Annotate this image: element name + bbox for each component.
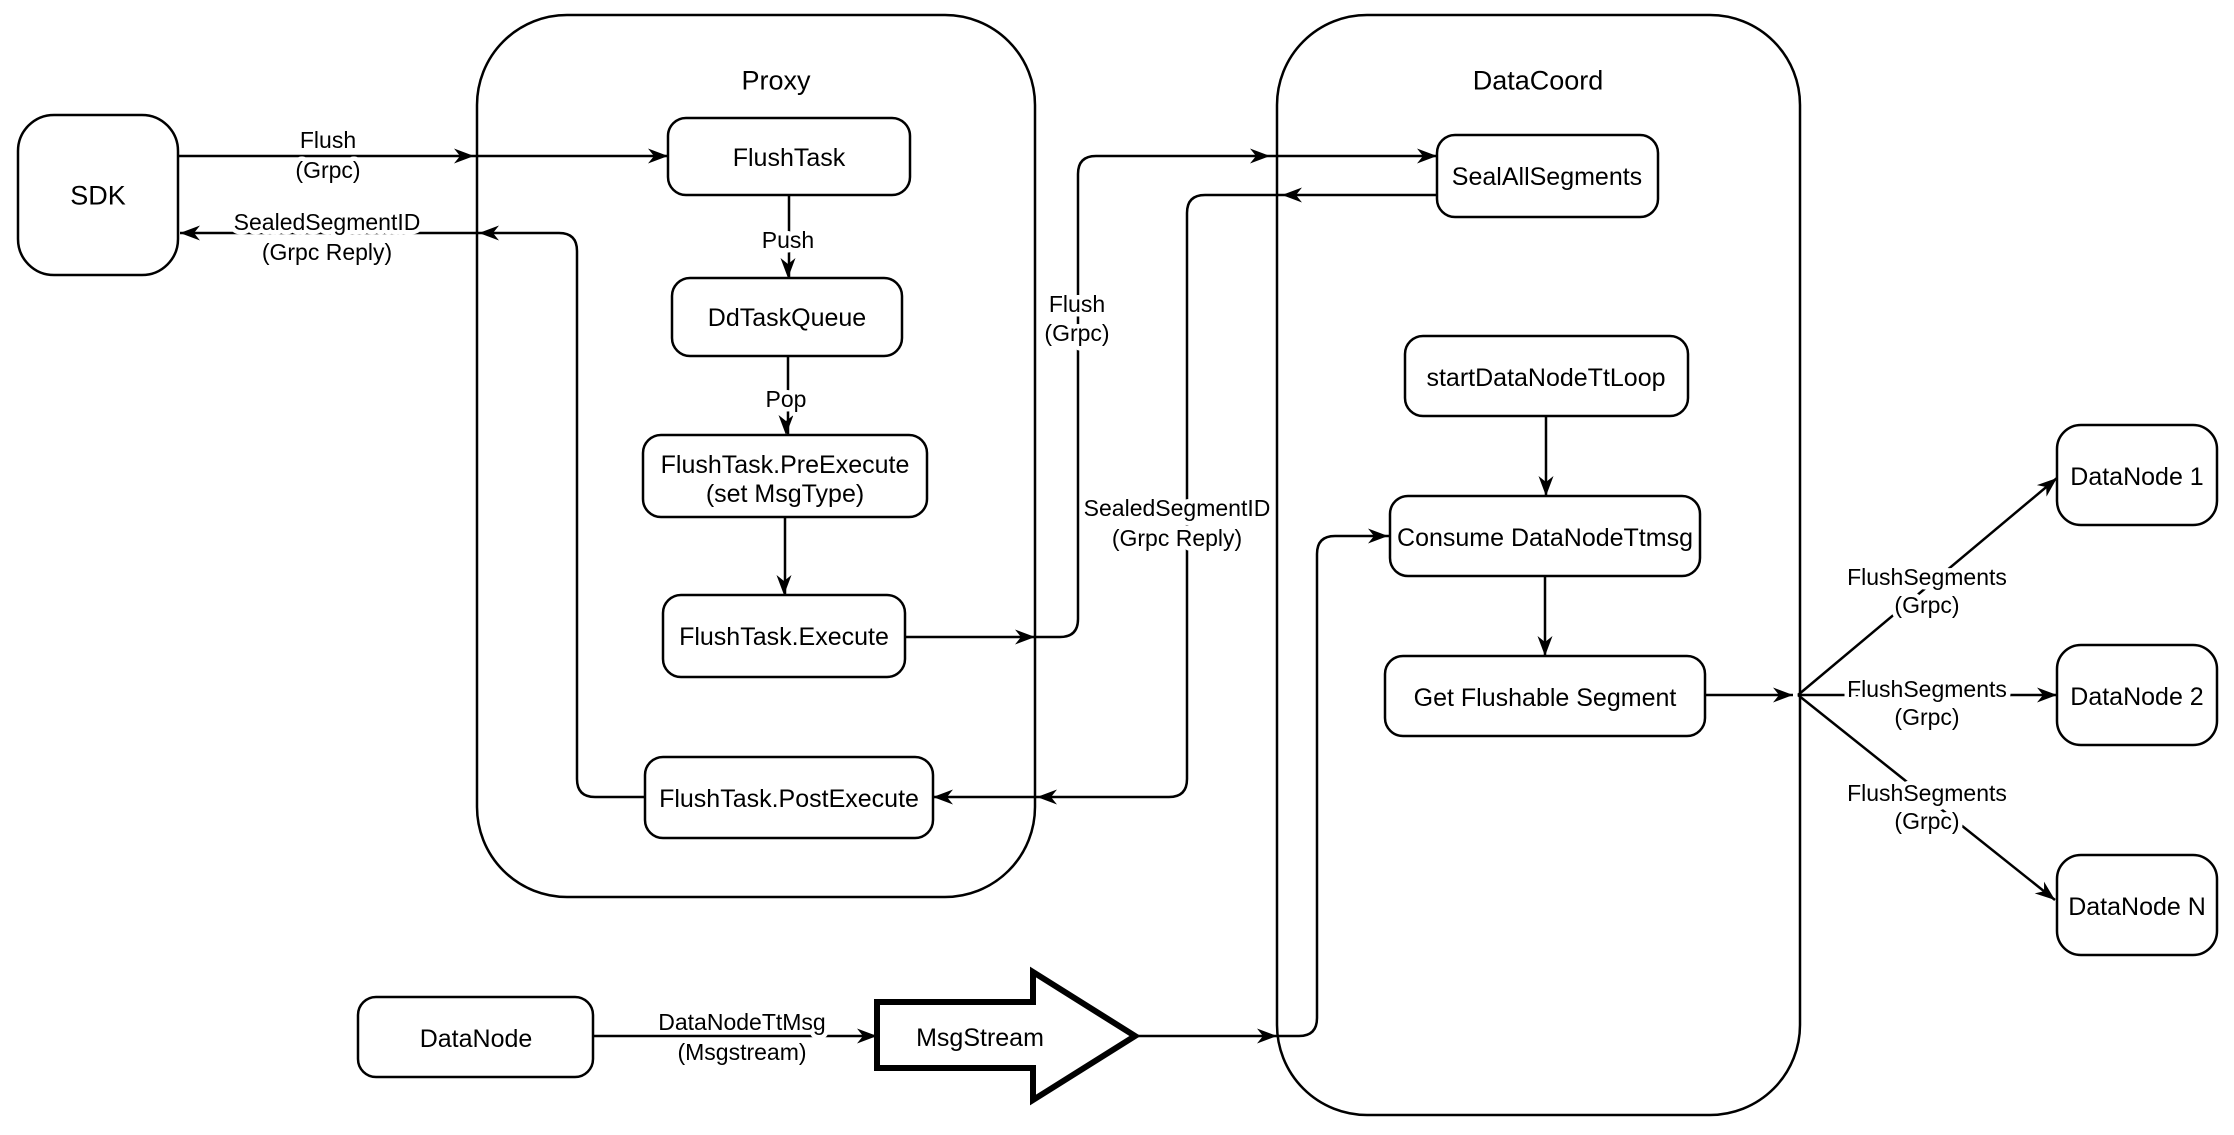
startdatanodettloop-label: startDataNodeTtLoop: [1426, 364, 1665, 392]
svg-text:SealedSegmentID: SealedSegmentID: [1084, 495, 1271, 521]
edge-label-datanodettmsg: DataNodeTtMsg (Msgstream): [654, 1005, 830, 1070]
svg-text:(Grpc): (Grpc): [295, 157, 360, 183]
edge-label-flushsegments-3: FlushSegments (Grpc): [1843, 776, 2012, 839]
startdatanodettloop-node: startDataNodeTtLoop: [1403, 334, 1690, 418]
datacoord-title: DataCoord: [1473, 65, 1604, 95]
edge-label-push: Push: [757, 223, 818, 258]
execute-label: FlushTask.Execute: [679, 623, 889, 651]
ddtaskqueue-label: DdTaskQueue: [708, 304, 866, 332]
postexecute-node: FlushTask.PostExecute: [643, 755, 935, 840]
edge-label-flush-grpc-sdk: Flush (Grpc): [291, 123, 365, 188]
datanode-bottom-node: DataNode: [356, 995, 595, 1079]
consumedatanodettmsg-node: Consume DataNodeTtmsg: [1388, 494, 1702, 578]
arrowheads: [180, 148, 2062, 1044]
edge-junction-datanoden: [1797, 694, 2056, 901]
datanoden-label: DataNode N: [2068, 893, 2206, 921]
svg-text:(Grpc): (Grpc): [1044, 320, 1109, 346]
svg-text:(Grpc Reply): (Grpc Reply): [262, 239, 392, 265]
flushtask-label: FlushTask: [733, 144, 846, 172]
edge-execute-sealallsegments: [905, 154, 1437, 639]
edge-label-pop: Pop: [761, 382, 811, 417]
svg-text:Flush: Flush: [1049, 291, 1105, 317]
preexecute-label-line1: FlushTask.PreExecute: [661, 451, 910, 479]
edge-postexecute-sdk: [180, 231, 645, 799]
datanode2-label: DataNode 2: [2070, 683, 2203, 711]
svg-text:Push: Push: [762, 227, 814, 253]
proxy-container: [475, 13, 1037, 899]
getflushablesegment-node: Get Flushable Segment: [1383, 654, 1707, 738]
svg-text:Flush: Flush: [300, 127, 356, 153]
datanode1-node: DataNode 1: [2055, 423, 2219, 527]
datacoord-container: [1275, 13, 1802, 1117]
svg-text:(Grpc): (Grpc): [1894, 704, 1959, 730]
getflushablesegment-label: Get Flushable Segment: [1414, 684, 1677, 712]
preexecute-label-line2: (set MsgType): [706, 480, 864, 508]
datanode2-node: DataNode 2: [2055, 643, 2219, 747]
preexecute-node: FlushTask.PreExecute (set MsgType): [641, 433, 929, 519]
svg-text:(Grpc Reply): (Grpc Reply): [1112, 525, 1242, 551]
edge-sealallsegments-postexecute: [933, 193, 1437, 799]
msgstream-label: MsgStream: [916, 1024, 1044, 1052]
sdk-node: SDK: [16, 113, 180, 277]
edge-label-flushsegments-1: FlushSegments (Grpc): [1843, 560, 2012, 623]
edge-label-flush-grpc-mid: Flush (Grpc): [1040, 287, 1114, 351]
sdk-label: SDK: [70, 180, 126, 210]
edge-junction-datanode1: [1797, 477, 2058, 696]
proxy-title: Proxy: [741, 65, 811, 95]
datanoden-node: DataNode N: [2055, 853, 2219, 957]
svg-text:FlushSegments: FlushSegments: [1847, 780, 2007, 806]
svg-text:FlushSegments: FlushSegments: [1847, 676, 2007, 702]
postexecute-label: FlushTask.PostExecute: [659, 785, 919, 813]
sealallsegments-label: SealAllSegments: [1452, 163, 1642, 191]
consumedatanodettmsg-label: Consume DataNodeTtmsg: [1397, 524, 1693, 552]
svg-text:Pop: Pop: [766, 386, 807, 412]
svg-text:DataNodeTtMsg: DataNodeTtMsg: [658, 1009, 825, 1035]
datanode-bottom-label: DataNode: [420, 1025, 533, 1053]
edge-msgstream-consume: [1135, 534, 1390, 1038]
svg-text:SealedSegmentID: SealedSegmentID: [234, 209, 421, 235]
svg-text:(Grpc): (Grpc): [1894, 592, 1959, 618]
svg-text:(Msgstream): (Msgstream): [677, 1039, 806, 1065]
svg-text:(Grpc): (Grpc): [1894, 808, 1959, 834]
arrowhead: [778, 415, 794, 435]
sealallsegments-node: SealAllSegments: [1435, 133, 1660, 219]
svg-text:FlushSegments: FlushSegments: [1847, 564, 2007, 590]
flushtask-node: FlushTask: [666, 116, 912, 197]
ddtaskqueue-node: DdTaskQueue: [670, 276, 904, 358]
msgstream-arrow-shape: [874, 966, 1141, 1106]
edge-label-sealedsegmentid-sdk: SealedSegmentID (Grpc Reply): [229, 205, 425, 270]
msgstream-node: MsgStream: [874, 966, 1141, 1106]
edge-label-flushsegments-2: FlushSegments (Grpc): [1843, 672, 2012, 735]
edge-label-sealedsegmentid-mid: SealedSegmentID (Grpc Reply): [1079, 491, 1275, 556]
execute-node: FlushTask.Execute: [661, 593, 907, 679]
datanode1-label: DataNode 1: [2070, 463, 2203, 491]
